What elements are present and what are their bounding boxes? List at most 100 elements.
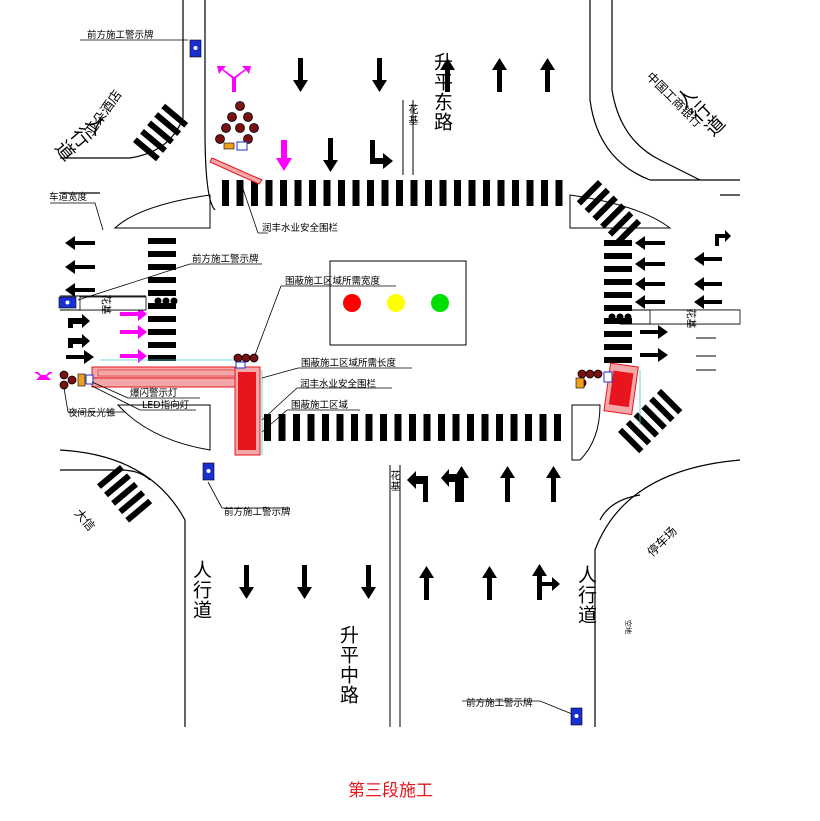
crosswalk-stripe	[438, 414, 445, 441]
crosswalk-stripe	[439, 180, 447, 206]
crosswalk-stripe	[483, 180, 490, 206]
sidewalk-sw: 人行道	[190, 560, 212, 620]
arrow-up-icon	[546, 466, 561, 502]
crosswalk-stripe	[236, 180, 244, 206]
crosswalk-stripe	[592, 195, 618, 222]
crosswalk-stripe	[617, 427, 644, 454]
crosswalk-stripe	[148, 303, 176, 309]
arrow-left-icon	[694, 295, 722, 309]
crosswalk-stripe	[278, 414, 286, 441]
crosswalk-stripe	[251, 180, 258, 206]
crosswalk-stripe	[148, 277, 176, 283]
place-se-small: 空地	[624, 620, 632, 634]
crosswalk-stripe	[148, 329, 176, 335]
arrow-up-icon	[419, 566, 434, 600]
south-lower-arrows	[239, 564, 560, 600]
arrow-down-icon	[372, 58, 387, 92]
crosswalk-stripe	[410, 180, 418, 206]
crosswalk-stripe	[323, 180, 331, 206]
west-cones	[59, 353, 259, 390]
crosswalk-stripe	[604, 240, 632, 246]
crosswalk-stripe	[352, 180, 360, 206]
crosswalk-stripe	[365, 414, 373, 441]
crosswalk-stripe	[148, 238, 176, 244]
crosswalk-stripe	[468, 180, 476, 206]
crosswalk-stripe	[140, 128, 167, 153]
label-reflective-cone: 夜间反光锥	[68, 408, 116, 419]
north-magenta-arrows	[217, 66, 292, 171]
crosswalk-stripe	[604, 266, 632, 272]
crosswalk-stripe	[148, 251, 176, 257]
arrow-up-icon	[540, 58, 555, 92]
crosswalk-stripe	[554, 414, 561, 441]
east-lane-arrows	[635, 230, 731, 362]
green-belt-n: 花基	[406, 104, 417, 126]
crosswalk-stripe	[625, 419, 652, 446]
east-green-belt	[649, 309, 741, 325]
green-light-icon	[431, 294, 449, 312]
crosswalk-stripe	[97, 465, 124, 489]
arrow-right-magenta-icon	[120, 349, 147, 363]
label-flash-lamp: 爆闪警示灯	[130, 388, 178, 399]
crosswalk-stripe	[600, 203, 626, 229]
crosswalk-stripe	[293, 414, 300, 441]
arrow-left-icon	[635, 295, 665, 309]
crosswalk-stripe	[512, 180, 519, 206]
arrow-right-magenta-icon	[120, 325, 147, 339]
arrow-down-magenta-icon	[276, 140, 292, 171]
arrow-up-icon	[454, 466, 469, 502]
arrow-down-icon	[297, 565, 312, 599]
cones-north	[215, 101, 259, 144]
arrow-left-icon	[65, 260, 95, 274]
crosswalk-stripe	[118, 490, 146, 515]
west-lane-arrows	[65, 236, 95, 364]
work-zone	[91, 359, 263, 456]
road-name-north: 升平东路	[431, 52, 453, 132]
arrow-split-magenta-icon	[34, 372, 53, 380]
crosswalk-stripe	[381, 180, 389, 206]
crosswalk-stripe	[481, 414, 489, 441]
work-area	[238, 372, 256, 450]
crosswalk-stripe	[148, 290, 176, 296]
crosswalk-stripe	[649, 396, 675, 423]
crosswalk-stripe	[161, 103, 189, 128]
arrow-turn-icon	[715, 230, 731, 246]
crosswalk-stripe	[604, 253, 632, 259]
crosswalk-stripe	[604, 305, 632, 311]
label-warning-sign-se: 前方施工警示牌	[466, 698, 533, 709]
label-warning-sign-s: 前方施工警示牌	[224, 507, 291, 518]
west-led-lamp	[85, 374, 94, 385]
crosswalk-stripe	[148, 355, 176, 361]
crosswalk-stripe	[656, 388, 683, 415]
arrow-up-right-icon	[68, 314, 90, 328]
crosswalk-stripe	[148, 264, 176, 270]
crosswalk-stripe	[641, 404, 667, 430]
crosswalk-north	[222, 180, 563, 206]
yellow-light-icon	[387, 294, 405, 312]
label-lane-width: 车道宽度	[49, 192, 88, 203]
crosswalk-stripe	[576, 180, 603, 206]
leader-lines	[50, 39, 573, 715]
crosswalk-stripe	[615, 218, 642, 245]
crosswalk-stripe	[309, 180, 316, 206]
arrow-up-icon	[440, 58, 455, 92]
arrow-left-icon	[65, 283, 95, 297]
crosswalk-stripe	[148, 316, 176, 322]
road-name-south: 升平中路	[337, 625, 359, 705]
label-warning-sign-w: 前方施工警示牌	[192, 254, 259, 265]
crosswalk-stripe	[607, 211, 634, 237]
crosswalk-stripe	[222, 180, 229, 206]
crosswalk-stripe	[367, 180, 374, 206]
arrow-right-magenta-icon	[120, 307, 147, 321]
east-median-dots	[608, 313, 632, 321]
arrow-left-icon	[635, 257, 665, 271]
crosswalk-stripe	[539, 414, 547, 441]
east-work-zone	[603, 362, 641, 425]
arrow-down-icon	[239, 565, 254, 599]
arrow-up-left-icon	[407, 471, 428, 502]
crosswalk-stripe	[409, 414, 416, 441]
green-belt-s: 花基	[388, 470, 399, 492]
arrow-up-icon	[500, 466, 515, 502]
label-fence-n: 润丰水业安全围栏	[262, 223, 339, 234]
road-edges	[59, 0, 741, 727]
